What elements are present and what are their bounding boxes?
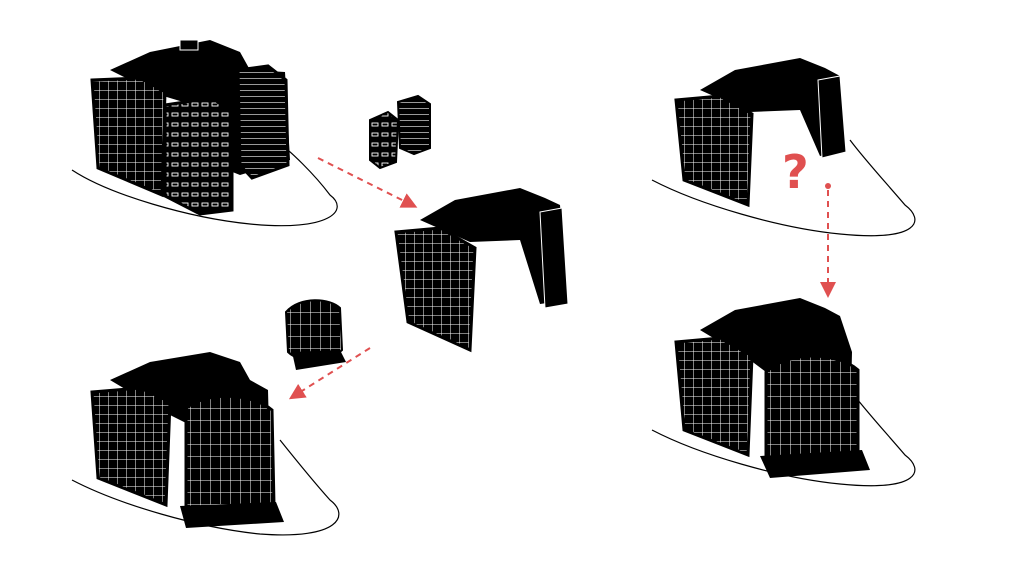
cleared-complex	[394, 188, 569, 353]
site-outline	[71, 439, 340, 536]
building-slab-block	[163, 96, 234, 216]
cleared-right-wing	[539, 207, 569, 309]
final-curved-block	[184, 394, 276, 519]
resolved-complex	[651, 298, 916, 487]
roof-box	[179, 39, 199, 51]
removed-slab	[369, 110, 400, 170]
question-right-wing	[817, 75, 847, 159]
arrow-insert	[288, 347, 371, 400]
building-left-block	[90, 76, 167, 198]
final-complex	[71, 352, 340, 536]
removed-blocks	[369, 94, 431, 170]
arrow-remove	[317, 157, 418, 208]
question-back-bar	[700, 58, 845, 156]
arrow-resolve-origin	[825, 183, 831, 189]
cleared-back-bar	[420, 188, 568, 304]
resolved-curved-base	[760, 450, 870, 478]
removed-tower	[396, 94, 431, 156]
new-addition	[284, 299, 346, 370]
resolved-grid-block	[674, 336, 754, 458]
question-mark: ?	[782, 145, 809, 199]
final-curved-base	[180, 502, 284, 528]
building-right-block	[236, 64, 290, 180]
site-outline	[651, 139, 916, 237]
question-grid-block	[674, 94, 754, 208]
final-grid-block	[90, 386, 172, 508]
open-question: ?	[651, 58, 916, 237]
curved-addition-base	[292, 350, 346, 370]
site-outline	[71, 139, 338, 227]
original-complex	[71, 39, 338, 227]
resolved-curved-block	[764, 354, 860, 466]
cleared-grid-block	[394, 226, 477, 353]
site-outline	[651, 389, 916, 487]
